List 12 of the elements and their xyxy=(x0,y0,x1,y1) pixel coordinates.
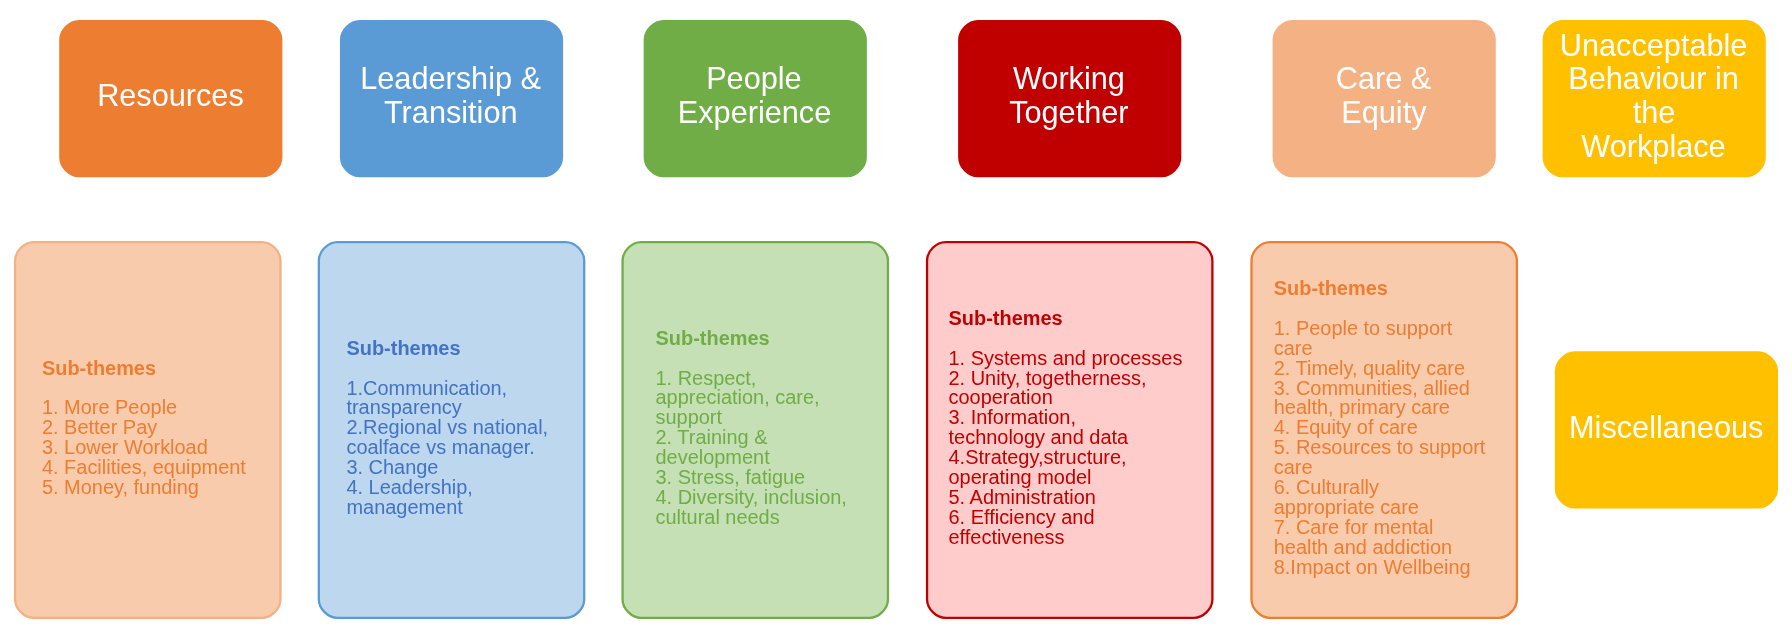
node-box: Care & Equity xyxy=(1272,20,1496,178)
node-box: Sub-themes 1. Respect, appreciation, care, support 2. Training & development 3. Stress, fatigue 4. Diversity, inclusion, cultural needs xyxy=(621,240,890,619)
node-box: Sub-themes 1. Systems and processes 2. Unity, togetherness, cooperation 3. Information, technology and data 4.Strategy,structure, operating model 5. Administration 6. Efficiency and effectiveness xyxy=(925,240,1214,619)
node-box: Sub-themes 1. People to support care 2. Timely, quality care 3. Communities, allied health, primary care 4. Equity of care 5. Resources to support care 6. Culturally appropriate care 7. Care for mental health and addiction 8.Impact on Wellbeing xyxy=(1250,240,1519,619)
node-box: Resources xyxy=(59,20,283,178)
node-box: Leadership & Transition xyxy=(339,20,564,178)
node-box: Sub-themes 1. More People 2. Better Pay 3. Lower Workload 4. Facilities, equipment 5. Money, funding xyxy=(13,240,282,619)
node-box: Sub-themes 1.Communication, transparency 2.Regional vs national, coalface vs manager. 3. Change 4. Leadership, management xyxy=(317,240,586,619)
node-box: People Experience xyxy=(643,20,867,178)
node-box: Unacceptable Behaviour in the Workplace xyxy=(1542,20,1766,178)
node-box: Miscellaneous xyxy=(1554,351,1779,509)
node-box: Working Together xyxy=(958,20,1182,178)
